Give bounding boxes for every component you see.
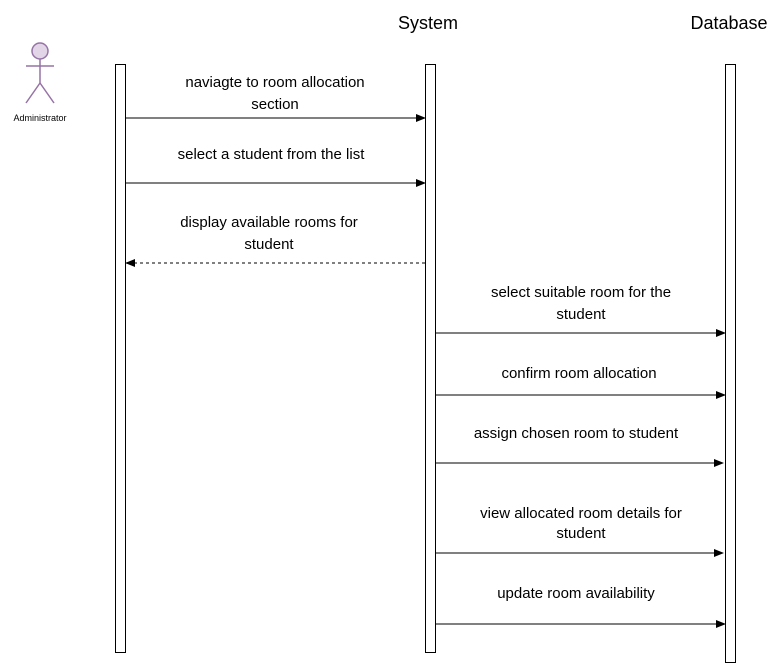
messages-group: naviagte to room allocation section select… (125, 74, 726, 628)
message-label-3-line2: student (244, 236, 294, 253)
actor-left-leg (25, 82, 41, 104)
message-label-3: display available rooms for (180, 214, 358, 231)
actor-activation-bar (115, 64, 126, 653)
message-label-7-line2: student (556, 525, 606, 542)
message-label-4-line2: student (556, 306, 606, 323)
administrator-actor: Administrator (13, 42, 67, 123)
message-label-1-line2: section (251, 96, 299, 113)
actor-head (31, 42, 49, 60)
database-participant-label: Database (690, 13, 767, 33)
message-label-1: naviagte to room allocation (185, 74, 364, 91)
message-label-2: select a student from the list (178, 146, 366, 163)
message-label-6: assign chosen room to student (474, 425, 679, 442)
actor-label: Administrator (13, 113, 66, 123)
actor-right-leg (39, 82, 55, 104)
database-activation-bar (725, 64, 736, 663)
message-label-7: view allocated room details for (480, 505, 682, 522)
system-activation-bar (425, 64, 436, 653)
message-label-4: select suitable room for the (491, 284, 671, 301)
system-participant-label: System (398, 13, 458, 33)
message-label-8: update room availability (497, 585, 655, 602)
message-label-5: confirm room allocation (501, 365, 656, 382)
